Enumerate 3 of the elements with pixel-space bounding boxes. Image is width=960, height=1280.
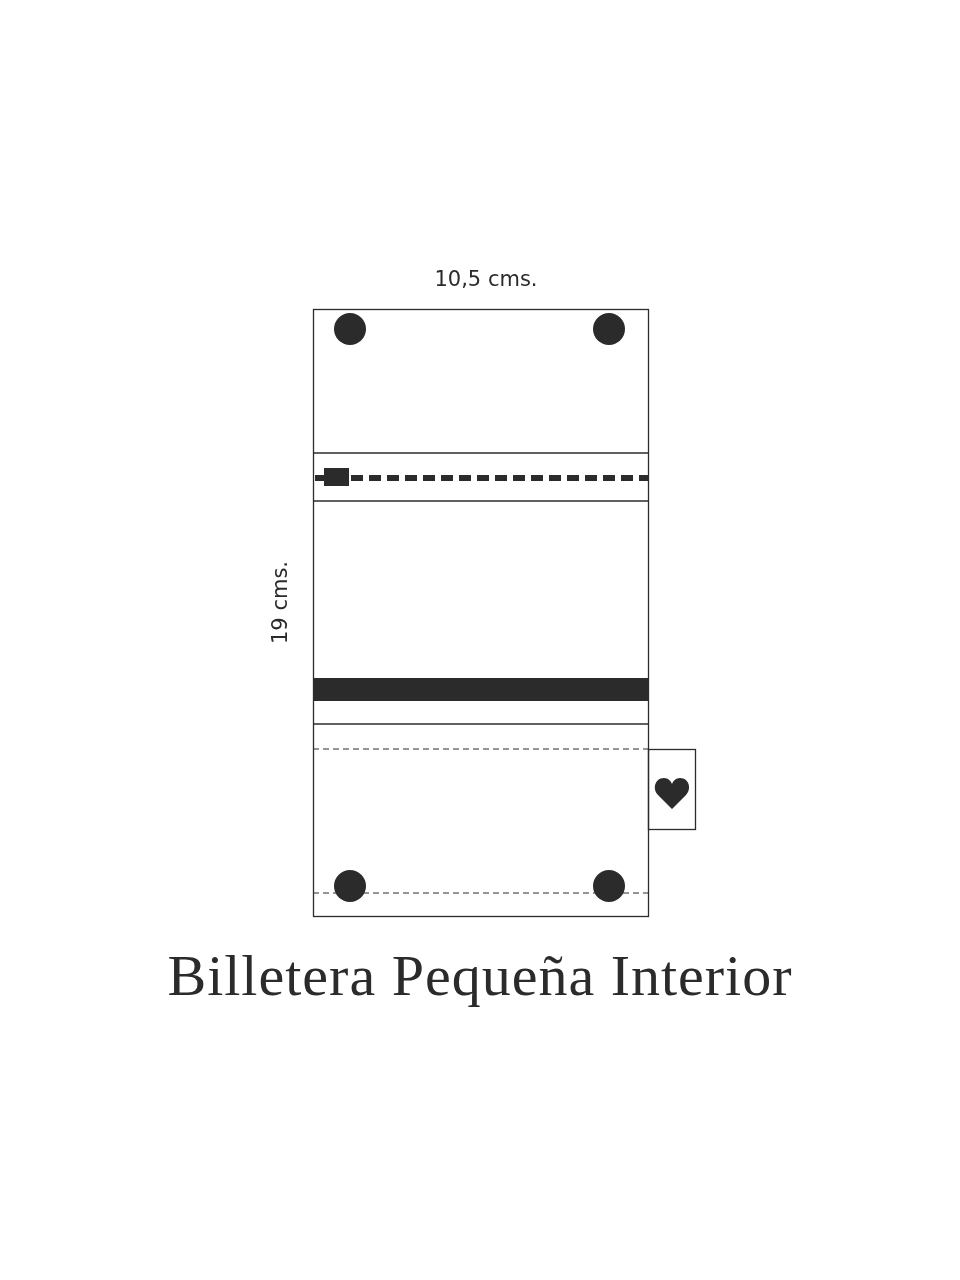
dimension-label: 19 cms. bbox=[268, 564, 292, 644]
dimension-label: 10,5 cms. bbox=[433, 267, 539, 291]
title-text: Billetera Pequeña Interior bbox=[166, 942, 794, 1009]
